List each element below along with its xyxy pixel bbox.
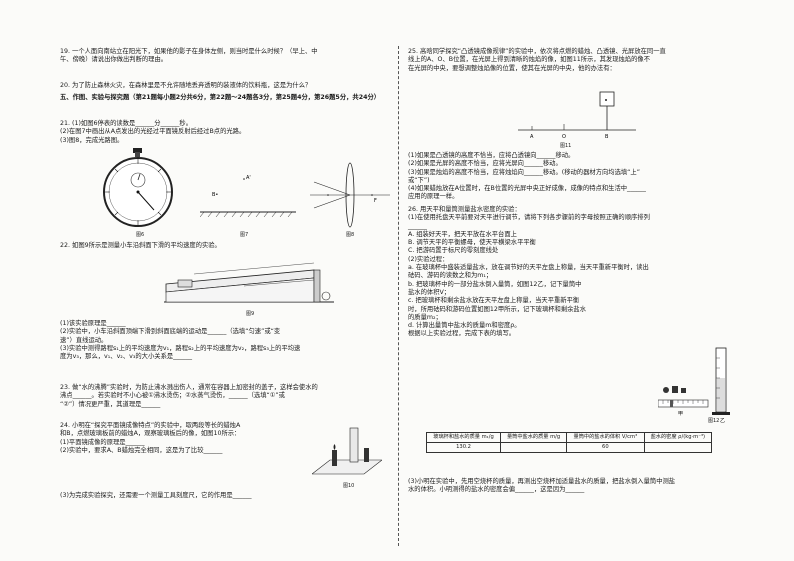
q22-3b: 度为v₃，那么，v₁、v₂、v₃的大小关系是______ — [60, 353, 193, 361]
q24-1: (1)平面镜成像的原理是______ — [60, 438, 145, 446]
fig12-label-jia: 甲 — [678, 411, 683, 417]
q26-a1: a. 在玻璃杯中盛装适量盐水，放在调节好的天平左盘上称量，当天平重新平衡时，读出 — [408, 264, 649, 272]
axis-label-o: O — [562, 134, 566, 140]
q26-c2: 时，所用砝码和游码位置如图12甲所示，记下玻璃杯和剩余盐水 — [408, 305, 587, 313]
q25-3b: 或“下”) — [408, 176, 430, 184]
q25-2: (2)如果是光屏的高度不恰当，应将光屏向______移动。 — [408, 160, 562, 168]
q26-option-c: C. 把游码置于标尺的零刻度线处 — [408, 247, 499, 255]
q26-line2: (1)在使用托盘天平前要对天平进行调节，请将下列各步骤前的字母按照正确的顺序排列 — [408, 214, 650, 222]
label-f: F — [374, 198, 377, 204]
q21-line2: (2)在图7中画出从A点发出的光经过平面镜反射后经过B点的光路。 — [60, 128, 246, 136]
mirror-figure: A' B• — [200, 175, 296, 218]
table-cell: 60 — [566, 442, 645, 453]
q26-a2: 砝码、游码的读数之和为m₁； — [408, 272, 493, 280]
q22-1: (1)该实验原理是______ — [60, 320, 126, 327]
q26-table-intro: 根据以上实验过程，完成下表的填写。 — [408, 330, 516, 338]
fig6-caption: 图6 — [136, 232, 145, 238]
q22-2b: 速”）直线运动。 — [60, 336, 108, 344]
q25-line1: 25. 高晗同学探究“凸透镜成像规律”的实验中，依次将点燃的蜡烛、凸透镜、光屏放… — [408, 48, 666, 55]
table-header: 盐水的密度 ρ/(kg·m⁻³) — [643, 432, 713, 443]
candle-mirror-figure — [312, 427, 382, 475]
fig8-caption: 图8 — [346, 232, 355, 238]
results-table: 玻璃杯和盐水的质量 m₁/g 量筒中盐水的质量 m/g 量筒中的盐水的体积 V/… — [425, 432, 713, 453]
q24-line2: 和B，点燃玻璃板前的蜡烛A，观察玻璃板后的像，如图10所示： — [60, 430, 241, 438]
q26-3a: (3)小明在实验中，先用空烧杯的质量，再测出空烧杯加适量盐水的质量，把盐水倒入量… — [408, 478, 676, 485]
q26-option-b: B. 调节天平的平衡螺母，使天平横梁水平平衡 — [408, 239, 536, 247]
axis-label-a: A — [530, 134, 534, 140]
q19-line2: 午、傍晚）请说出你做出判断的理由。 — [60, 56, 168, 64]
q25-4b: 应用的原理一样。 — [408, 193, 459, 201]
q24-3: (3)为完成实验探究，还需要一个测量工具刻度尺，它的作用是______ — [60, 492, 252, 499]
q19-line1: 19. 一个人面向南站立在阳光下，如果他的影子在身体左侧，则当时是什么时候？（早… — [60, 48, 318, 55]
fig12-label-yi: 乙 — [720, 417, 725, 424]
q26-line3: ______ — [408, 222, 427, 230]
table-header: 玻璃杯和盐水的质量 m₁/g — [425, 432, 502, 443]
q23-line2: 沸点______。若实验时不小心被①沸水烫伤；②水蒸气烫伤，______（选填“… — [60, 392, 285, 400]
q26-b2: 盐水的体积V； — [408, 288, 451, 296]
table-cell — [500, 442, 568, 453]
table-header: 量筒中盐水的质量 m/g — [500, 432, 568, 443]
fig12-caption: 图12 — [708, 418, 720, 424]
q26-process: (2)实验过程： — [408, 255, 449, 263]
q26-3b: 水的体积。小明测得的盐水的密度会偏______，这是因为______ — [408, 486, 585, 494]
q25-3a: (3)如果是烛焰的高度不恰当，应将烛焰向______移动。(移动的器材方向均选填… — [408, 168, 640, 176]
q25-line2: 线上的A、O、B位置，在光屏上得到清晰的烛焰的像，如图11所示，其发现烛焰的像不 — [408, 56, 650, 64]
fig10-caption: 图10 — [343, 483, 355, 489]
q26-d: d. 计算出量筒中盐水的质量m和密度ρ。 — [408, 322, 521, 330]
label-a: A' — [246, 175, 251, 181]
stopwatch-figure — [103, 148, 173, 227]
table-header: 量筒中的盐水的体积 V/cm³ — [566, 432, 645, 443]
q26-c3: 的质量m₂； — [408, 313, 442, 321]
label-b: B• — [212, 192, 218, 198]
table-cell — [643, 442, 713, 453]
q22-3a: (3)实验中测得路程s₁上的平均速度为v₁，路程s₂上的平均速度为v₂，路程s₃… — [60, 344, 301, 352]
q26-c1: c. 把玻璃杯和剩余盐水放在天平左盘上称量，当天平重新平衡 — [408, 297, 580, 305]
q26-option-a: A. 组装好天平，把天平放在水平台面上 — [408, 230, 517, 238]
q21-line3: (3)图8，完成光路图。 — [60, 136, 124, 144]
q26-b1: b. 把玻璃杯中的一部分盐水倒入量筒，如图12乙，记下量筒中 — [408, 280, 582, 288]
q23-line3: “②”）情况更严重，其道理是______ — [60, 400, 161, 408]
q23-line1: 23. 做“水的沸腾”实验时，为防止沸水溅出伤人，通常在容器上加密封的盖子，这样… — [60, 384, 318, 391]
q21-line1: 21. (1)如图6停表的读数是______分______秒。 — [60, 120, 192, 127]
q22-text: 22. 如图9所示是测量小车沿斜面下滑的平均速度的实验。 — [60, 242, 221, 249]
q25-4a: (4)如果蜡烛放在A位置时，在B位置的光屏中央正好成像，成像的特点和生活中___… — [408, 185, 646, 193]
axis-label-b: B — [605, 134, 609, 140]
table-header-row: 玻璃杯和盐水的质量 m₁/g 量筒中盐水的质量 m/g 量筒中的盐水的体积 V/… — [425, 432, 713, 443]
q25-1: (1)如果是凸透镜的高度不恰当，应将凸透镜向______移动。 — [408, 152, 575, 159]
q26-line1: 26. 用天平和量筒测量盐水密度的实验： — [408, 206, 521, 213]
fig11-caption: 图11 — [560, 143, 572, 149]
lens-figure: F — [310, 162, 390, 228]
q22-2a: (2)实验中，小车沿斜面顶端下滑到斜面底端的运动是______（选填“匀速”或“… — [60, 328, 281, 336]
q24-2: (2)实验中，要求A、B蜡烛完全相同，这是为了比较______ — [60, 446, 223, 454]
balance-cylinder-figure: 甲 乙 — [658, 347, 730, 424]
fig7-caption: 图7 — [240, 232, 249, 238]
incline-figure — [164, 262, 334, 303]
section-5-heading: 五、作图、实验与探究题（第21题每小题2分共6分，第22题～24题各3分，第25… — [60, 94, 381, 101]
optical-bench-figure: A O B — [518, 91, 636, 140]
table-cell: 130.2 — [425, 442, 502, 453]
fig9-caption: 图9 — [246, 311, 255, 317]
table-row: 130.2 60 — [425, 442, 713, 453]
q25-line3: 在光屏的中央，要想调整烛焰像的位置，使其在光屏的中央，他的办法有： — [408, 64, 616, 72]
column-divider — [398, 46, 399, 546]
q20-text: 20. 为了防止森林火灾，在森林里是不允许随地丢弃透明的装液体的饮料瓶，这是为什… — [60, 82, 312, 89]
q24-line1: 24. 小明在“探究平面镜成像特点”的实验中，取两段等长的蜡烛A — [60, 422, 241, 429]
